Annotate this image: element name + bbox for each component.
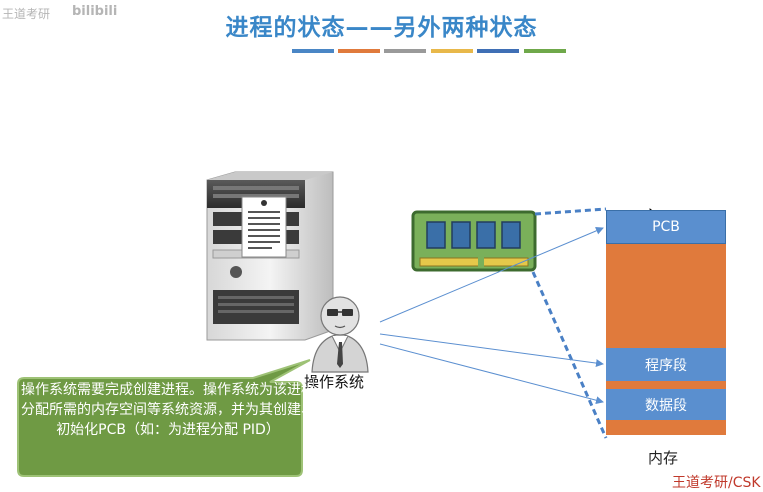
- arrow-to-data-segment: [379, 343, 604, 405]
- memory-label: 内存: [648, 449, 679, 467]
- title-color-bar-5: [477, 49, 519, 53]
- ram-chip-icon: [411, 210, 537, 272]
- operator-person-icon: [311, 296, 369, 373]
- memory-block-free-2: [606, 381, 726, 389]
- page-title: 进程的状态——另外两种状态: [225, 15, 538, 41]
- memory-block-data-segment: 数据段: [606, 389, 726, 420]
- title-color-bar-1: [292, 49, 334, 53]
- arrow-to-code-segment: [379, 333, 604, 368]
- title-color-bar-2: [338, 49, 380, 53]
- title-color-bar-4: [431, 49, 473, 53]
- callout-bubble: [17, 359, 311, 477]
- title-color-bar-6: [524, 49, 566, 53]
- document-icon: [241, 196, 287, 258]
- callout-text: 操作系统需要完成创建进程。操作系统为该进程分配所需的内存空间等系统资源，并为其创…: [21, 382, 315, 438]
- ram-to-memory-bottom-dashed: [531, 271, 608, 439]
- bilibili-watermark: bilibili: [72, 4, 118, 19]
- memory-block-free-3: [606, 420, 726, 435]
- memory-block-free-1: [606, 244, 726, 348]
- operating-system-label: 操作系统: [304, 373, 365, 391]
- credit-text: 王道考研/CSK: [672, 475, 761, 491]
- arrow-to-pcb: [379, 227, 604, 323]
- memory-block-code-segment: 程序段: [606, 348, 726, 381]
- title-color-bar-3: [384, 49, 426, 53]
- memory-block-pcb: PCB: [606, 210, 726, 244]
- ram-to-memory-top-dashed: [534, 207, 607, 216]
- watermark-text: 王道考研: [2, 7, 51, 21]
